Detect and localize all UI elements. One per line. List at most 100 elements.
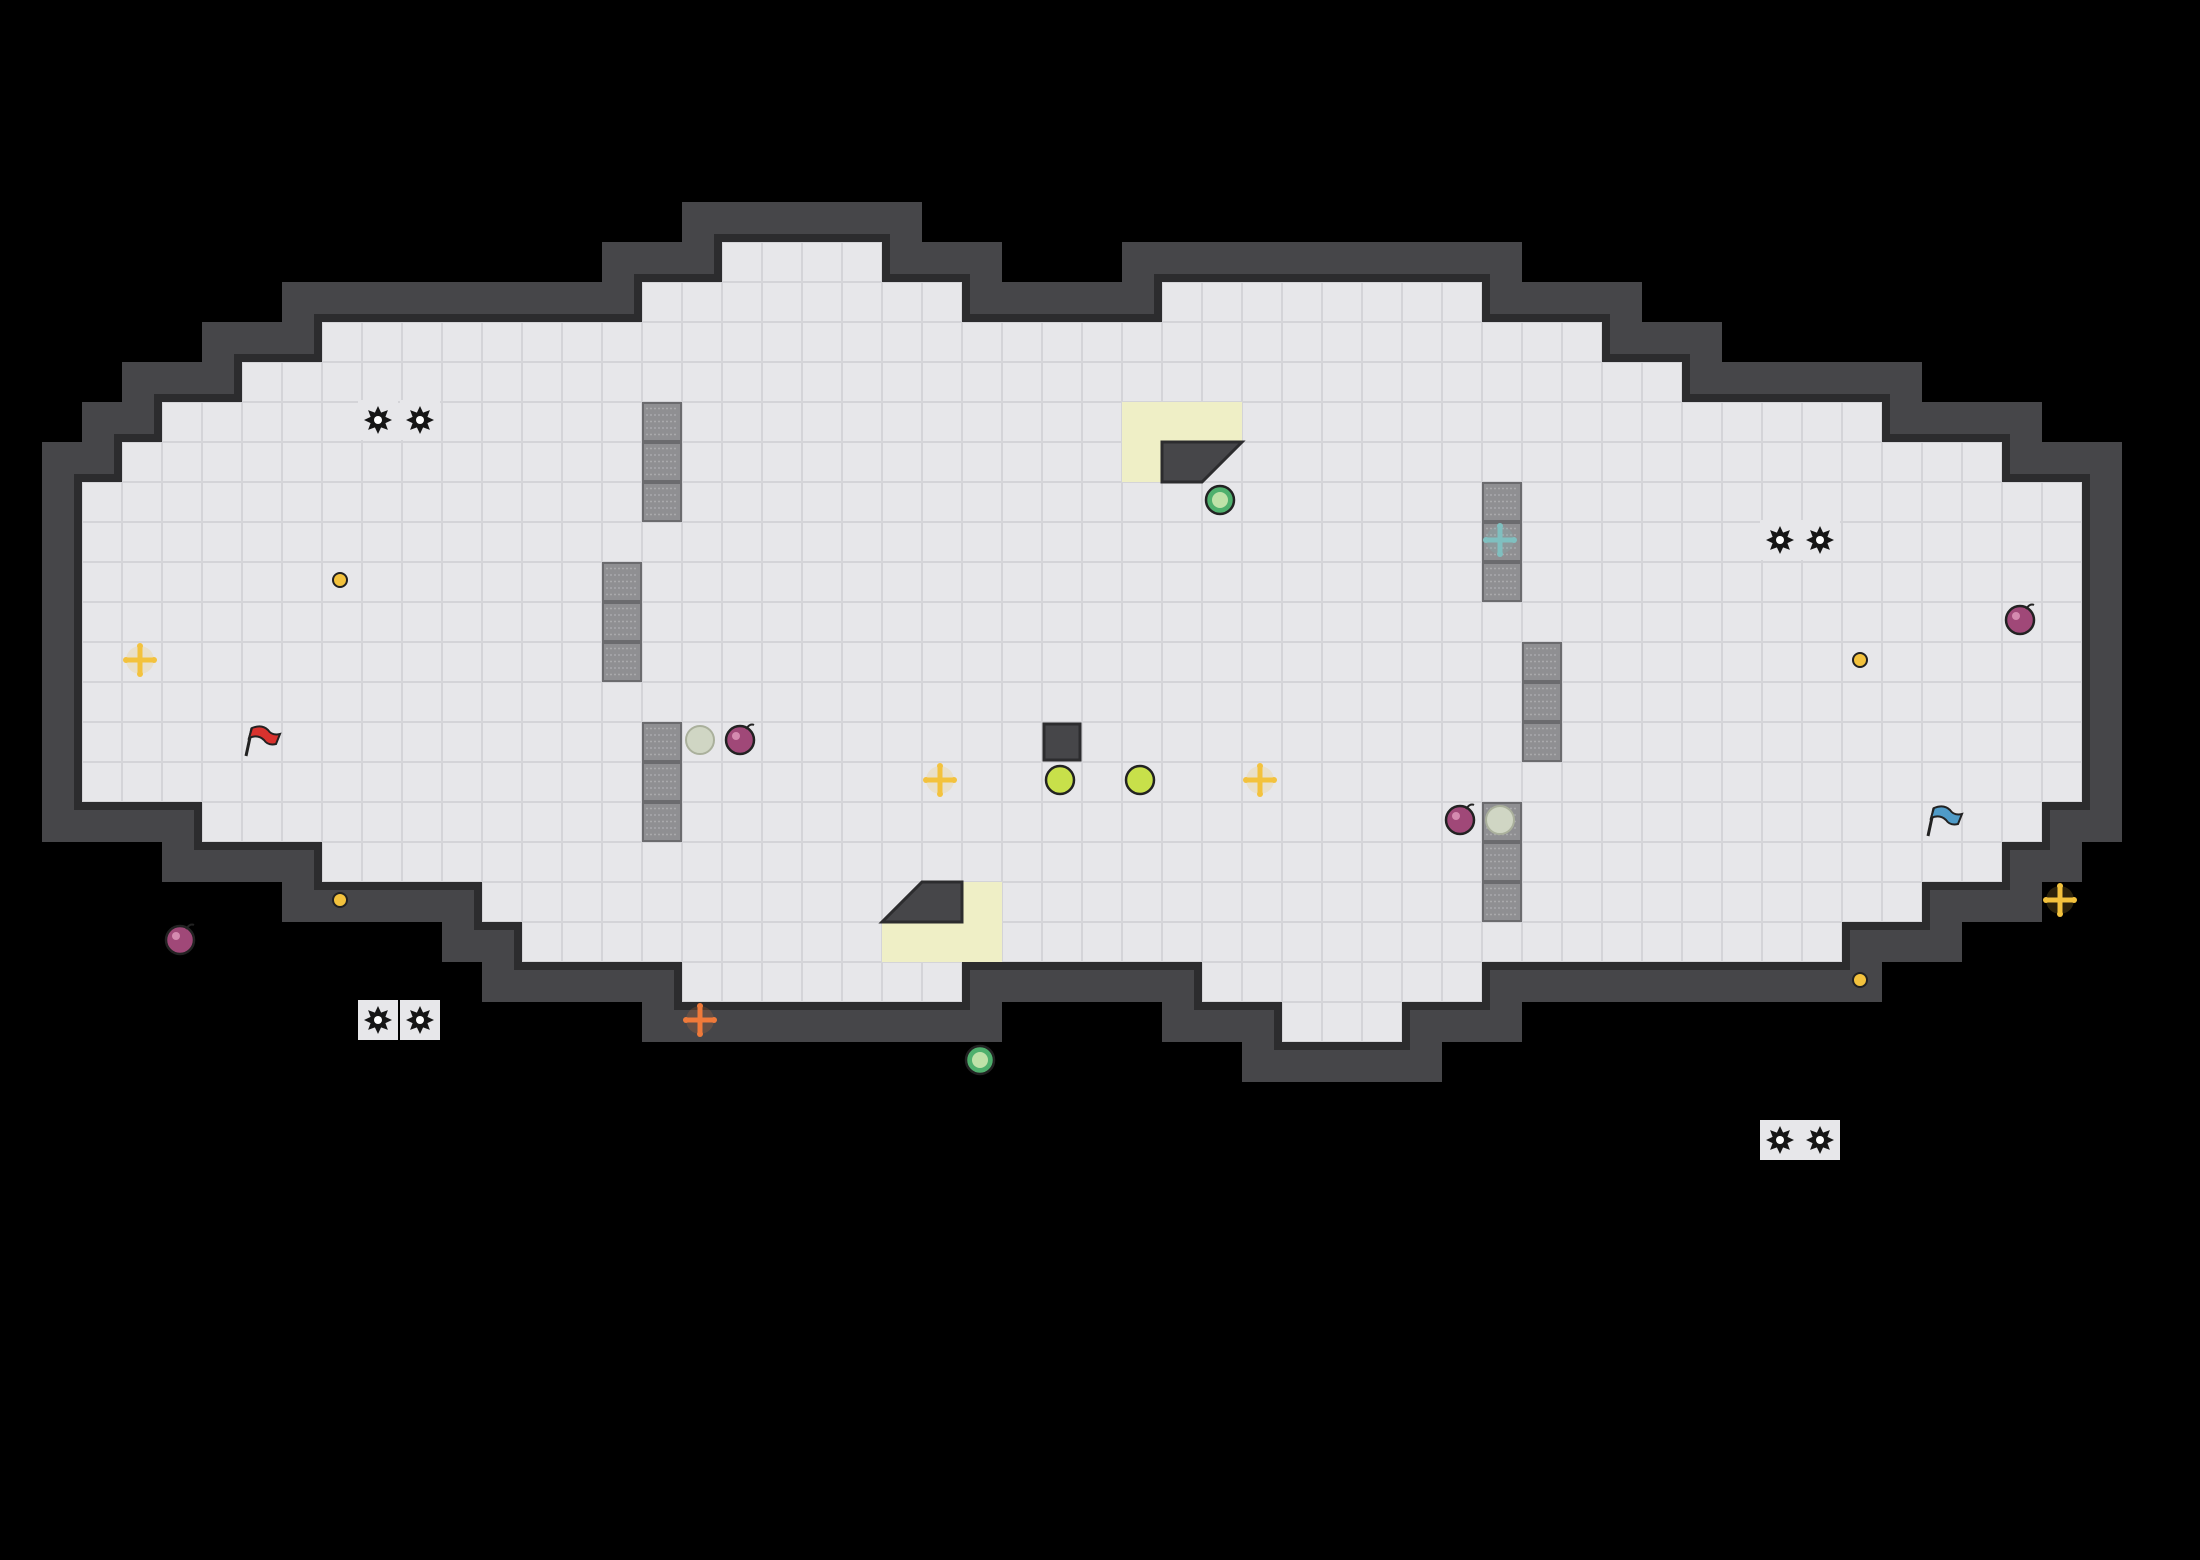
floor-tile: [362, 442, 402, 482]
mine-icon: [1485, 805, 1515, 835]
floor-tile: [1242, 922, 1282, 962]
floor-tile: [1602, 842, 1642, 882]
floor-tile: [1522, 482, 1562, 522]
speed-tile: [962, 922, 1002, 962]
floor-tile: [1442, 442, 1482, 482]
floor-tile: [1362, 722, 1402, 762]
floor-tile: [1402, 482, 1442, 522]
floor-tile: [1202, 882, 1242, 922]
floor-tile: [602, 322, 642, 362]
floor-tile: [1562, 562, 1602, 602]
floor-tile: [1002, 802, 1042, 842]
boost-arrow: [1483, 537, 1489, 543]
floor-tile: [1442, 602, 1482, 642]
floor-tile: [1722, 682, 1762, 722]
floor-tile: [1922, 722, 1962, 762]
floor-tile: [442, 562, 482, 602]
floor-tile: [1202, 762, 1242, 802]
floor-tile: [922, 362, 962, 402]
floor-tile: [242, 762, 282, 802]
bomb-shine: [172, 932, 180, 940]
floor-tile: [642, 922, 682, 962]
floor-tile: [1562, 522, 1602, 562]
speed-tile: [1122, 442, 1162, 482]
floor-tile: [522, 642, 562, 682]
boost-arrow: [1257, 791, 1263, 797]
switch-button[interactable]: [1124, 764, 1156, 796]
floor-tile: [2042, 762, 2082, 802]
floor-tile: [762, 362, 802, 402]
floor-tile: [482, 362, 522, 402]
floor-tile: [2002, 522, 2042, 562]
floor-tile: [1762, 642, 1802, 682]
floor-tile: [562, 802, 602, 842]
bomb-fuse: [2025, 603, 2035, 610]
floor-tile: [1442, 842, 1482, 882]
floor-tile: [242, 602, 282, 642]
floor-tile: [2042, 722, 2082, 762]
floor-tile: [1442, 562, 1482, 602]
floor-tile: [1442, 482, 1482, 522]
floor-tile: [1962, 522, 2002, 562]
floor-tile: [1842, 882, 1882, 922]
powerup-icon: [1204, 484, 1236, 516]
floor-tile: [1522, 322, 1562, 362]
floor-tile: [522, 322, 562, 362]
portal-dot-icon: [332, 572, 348, 588]
boost-cross: [124, 644, 156, 676]
floor-tile: [842, 602, 882, 642]
floor-tile: [282, 602, 322, 642]
floor-tile: [882, 602, 922, 642]
floor-tile: [322, 602, 362, 642]
floor-tile: [1882, 682, 1922, 722]
floor-tile: [1002, 442, 1042, 482]
spike-core: [1776, 536, 1784, 544]
floor-tile: [1482, 682, 1522, 722]
floor-tile: [82, 522, 122, 562]
floor-tile: [1162, 642, 1202, 682]
floor-tile: [322, 362, 362, 402]
boost-arrow: [951, 777, 957, 783]
floor-tile: [1682, 562, 1722, 602]
floor-tile: [802, 362, 842, 402]
floor-tile: [1442, 322, 1482, 362]
boost-pad-icon: [683, 1003, 717, 1037]
floor-column: [1962, 442, 2002, 882]
floor-tile: [842, 922, 882, 962]
powerup-core: [972, 1052, 988, 1068]
floor-tile: [1842, 442, 1882, 482]
floor-tile: [442, 802, 482, 842]
floor-tile: [1162, 362, 1202, 402]
floor-tile: [642, 842, 682, 882]
floor-tile: [1882, 482, 1922, 522]
floor-tile: [562, 602, 602, 642]
floor-tile: [1722, 802, 1762, 842]
floor-tile: [322, 802, 362, 842]
boost-arrow: [2057, 883, 2063, 889]
floor-tile: [1802, 562, 1842, 602]
floor-tile: [442, 522, 482, 562]
bomb-fuse: [1465, 803, 1475, 810]
floor-tile: [1042, 842, 1082, 882]
switch-button[interactable]: [1044, 764, 1076, 796]
floor-tile: [2002, 562, 2042, 602]
floor-tile: [1202, 522, 1242, 562]
floor-tile: [722, 962, 762, 1002]
flag-cloth: [247, 725, 282, 746]
floor-tile: [1442, 922, 1482, 962]
floor-tile: [442, 602, 482, 642]
floor-tile: [2042, 522, 2082, 562]
floor-tile: [1962, 682, 2002, 722]
bomb-icon: [2004, 603, 2036, 636]
floor-tile: [202, 602, 242, 642]
floor-column: [2002, 482, 2042, 842]
floor-tile: [1082, 682, 1122, 722]
floor-tile: [722, 802, 762, 842]
spike-icon: [406, 1006, 434, 1034]
floor-tile: [562, 522, 602, 562]
bomb-fuse: [745, 723, 755, 730]
floor-tile: [642, 562, 682, 602]
floor-tile: [1282, 442, 1322, 482]
floor-tile: [442, 362, 482, 402]
floor-tile: [122, 762, 162, 802]
